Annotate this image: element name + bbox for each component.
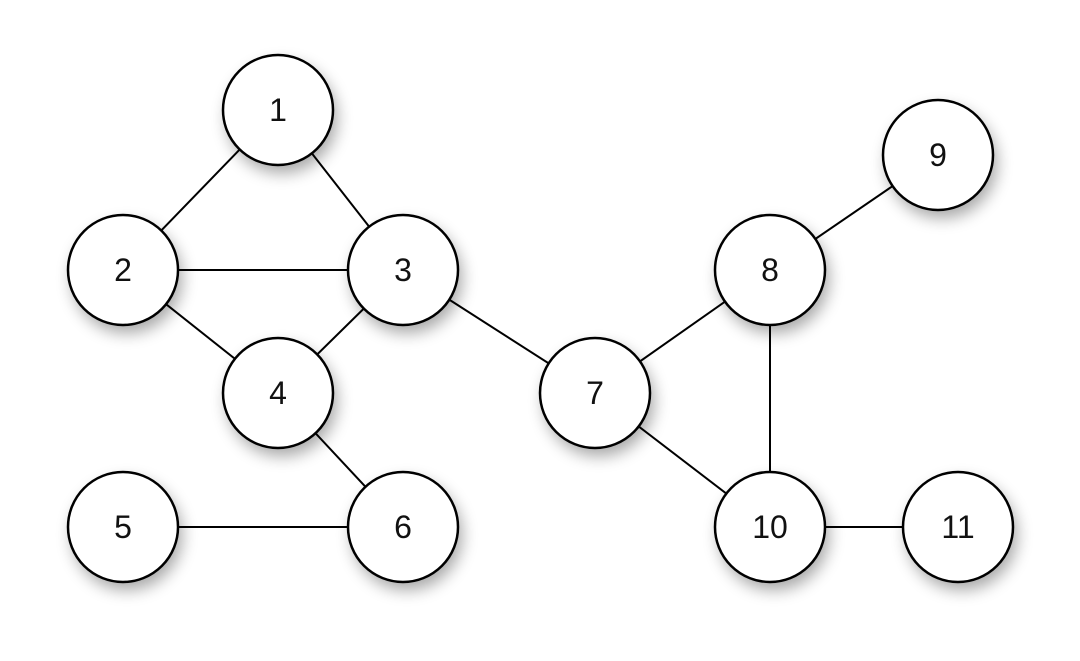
node-7-label: 7 bbox=[586, 375, 604, 411]
node-3-circle bbox=[346, 213, 460, 327]
node-11-label: 11 bbox=[941, 509, 974, 545]
node-10-circle bbox=[713, 470, 827, 584]
node-9-label: 9 bbox=[929, 137, 947, 173]
node-2-circle bbox=[66, 213, 180, 327]
node-11-circle bbox=[901, 470, 1015, 584]
node-7-circle bbox=[538, 336, 652, 450]
node-5: 5 bbox=[66, 470, 180, 584]
node-5-label: 5 bbox=[114, 509, 132, 545]
node-10-label: 10 bbox=[752, 509, 788, 545]
node-5-circle bbox=[66, 470, 180, 584]
node-8-circle bbox=[713, 213, 827, 327]
node-11: 11 bbox=[901, 470, 1015, 584]
node-1-label: 1 bbox=[269, 92, 287, 128]
node-1: 1 bbox=[221, 53, 335, 167]
node-8: 8 bbox=[713, 213, 827, 327]
node-shadows-layer bbox=[72, 63, 1017, 590]
node-9: 9 bbox=[881, 98, 995, 212]
node-9-circle bbox=[881, 98, 995, 212]
node-2: 2 bbox=[66, 213, 180, 327]
node-10: 10 bbox=[713, 470, 827, 584]
node-2-label: 2 bbox=[114, 252, 132, 288]
node-6: 6 bbox=[346, 470, 460, 584]
node-7: 7 bbox=[538, 336, 652, 450]
node-8-label: 8 bbox=[761, 252, 779, 288]
node-1-circle bbox=[221, 53, 335, 167]
node-4-circle bbox=[221, 336, 335, 450]
edges-layer bbox=[122, 109, 958, 528]
node-3-label: 3 bbox=[394, 252, 412, 288]
nodes-layer: 1 2 3 4 5 6 7 8 9 10 11 bbox=[66, 53, 1015, 584]
node-4-label: 4 bbox=[269, 375, 287, 411]
node-4: 4 bbox=[221, 336, 335, 450]
node-6-circle bbox=[346, 470, 460, 584]
node-3: 3 bbox=[346, 213, 460, 327]
node-6-label: 6 bbox=[394, 509, 412, 545]
